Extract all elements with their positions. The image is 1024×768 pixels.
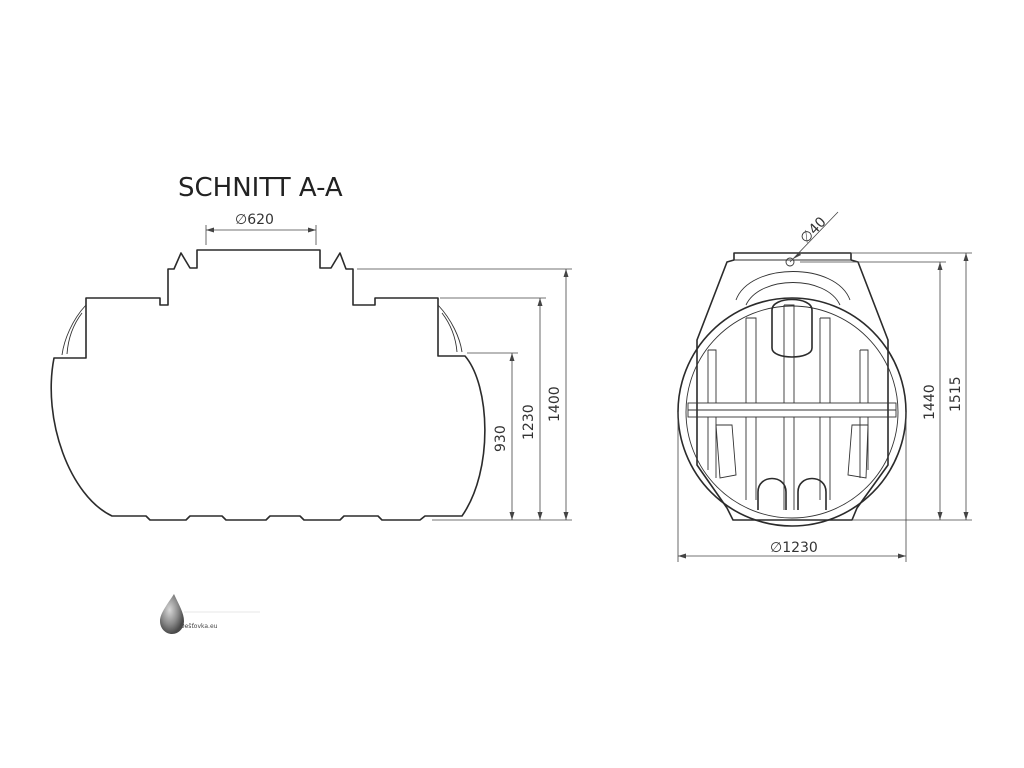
inlet-opening — [771, 298, 813, 358]
tank-circle — [677, 297, 907, 527]
end-view-body — [696, 252, 889, 521]
water-drop-icon — [160, 594, 184, 634]
dim-1230: 1230 — [521, 404, 537, 440]
top-dome — [735, 271, 851, 301]
logo-text: Dešťovka.eu — [180, 623, 218, 630]
right-shoulder-rib — [437, 304, 463, 353]
section-view: SCHNITT A-A ∅620 930 1230 — [50, 173, 572, 521]
vertical-ribs — [707, 304, 869, 510]
dim-1515: 1515 — [948, 376, 964, 412]
left-shoulder-rib — [61, 304, 87, 356]
dim-930: 930 — [493, 425, 509, 452]
dim-diameter: ∅1230 — [770, 540, 818, 556]
tank-section-outline — [50, 249, 486, 521]
bottom-feet — [757, 477, 787, 510]
hole-40 — [785, 257, 795, 267]
section-title: SCHNITT A-A — [178, 173, 343, 203]
dim-1400: 1400 — [547, 386, 563, 422]
dim-hole: ∅40 — [797, 214, 829, 247]
dim-opening: ∅620 — [235, 212, 274, 228]
dim-1440: 1440 — [922, 384, 938, 420]
end-view: ∅40 1440 1515 ∅1230 — [677, 211, 972, 562]
brand-logo: Dešťovka.eu — [160, 594, 260, 634]
